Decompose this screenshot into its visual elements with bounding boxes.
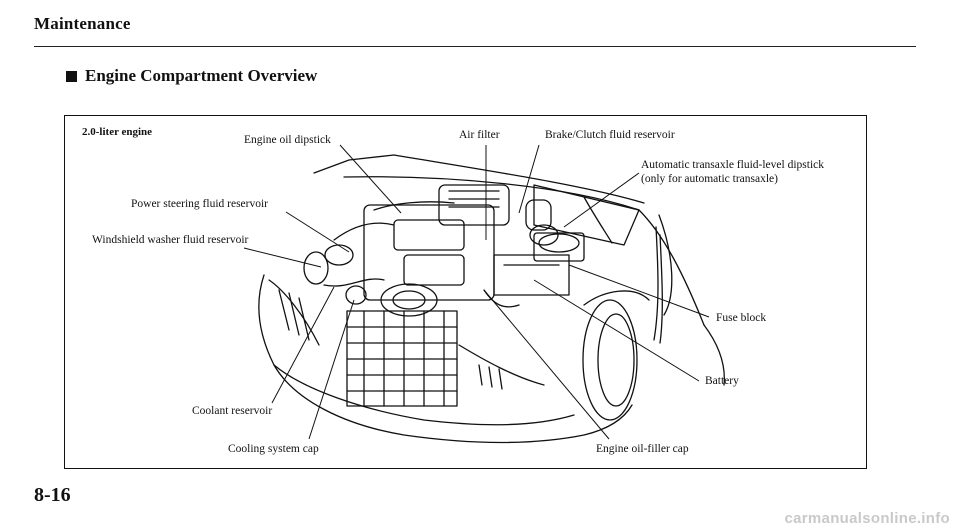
- callout-battery: Battery: [705, 375, 739, 387]
- subheading-text: Engine Compartment Overview: [85, 66, 318, 85]
- header-rule: [34, 46, 916, 47]
- callout-atf-dipstick: Automatic transaxle fluid-level dipstick: [641, 159, 824, 171]
- callout-brake-clutch-reservoir: Brake/Clutch fluid reservoir: [545, 129, 675, 141]
- callout-coolant-reservoir: Coolant reservoir: [192, 405, 273, 417]
- callout-oil-filler-cap: Engine oil-filler cap: [596, 443, 689, 455]
- figure-frame: [64, 115, 867, 469]
- bullet-icon: [66, 70, 77, 82]
- callout-washer-reservoir: Windshield washer fluid reservoir: [92, 234, 249, 246]
- callout-atf-dipstick-note: (only for automatic transaxle): [641, 173, 778, 185]
- subheading: Engine Compartment Overview: [66, 66, 317, 86]
- page-number: 8-16: [34, 484, 71, 506]
- watermark: carmanualsonline.info: [784, 510, 950, 527]
- engine-compartment-illustration: [243, 144, 725, 444]
- callout-cooling-system-cap: Cooling system cap: [228, 443, 319, 455]
- callout-engine-oil-dipstick: Engine oil dipstick: [244, 134, 331, 146]
- engine-type-label: 2.0-liter engine: [82, 126, 153, 138]
- callout-power-steering-reservoir: Power steering fluid reservoir: [131, 198, 269, 210]
- callout-air-filter: Air filter: [459, 129, 500, 141]
- callout-fuse-block: Fuse block: [716, 312, 767, 324]
- section-title: Maintenance: [34, 14, 131, 33]
